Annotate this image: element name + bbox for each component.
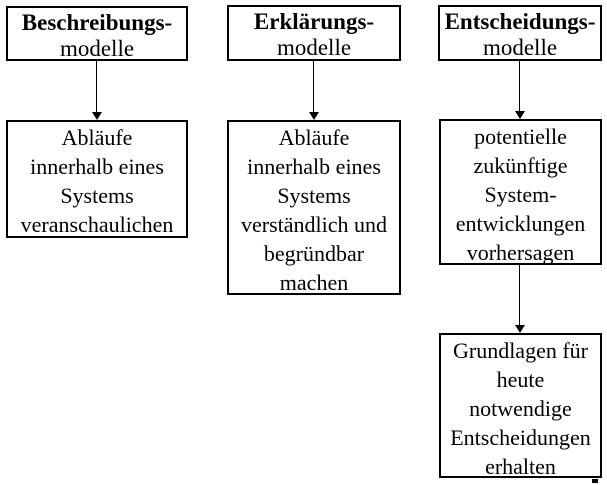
header-box-beschreibungsmodelle: Beschreibungs- modelle [6, 6, 188, 61]
text-line: Abläufe [278, 125, 350, 150]
arrow-shaft [519, 265, 520, 325]
text-line: innerhalb eines [30, 154, 164, 179]
text-line: vorhersagen [466, 240, 575, 265]
arrow-head-icon [91, 112, 102, 120]
purpose-box-beschreibung: Abläufe innerhalb eines Systems veransch… [6, 120, 188, 238]
arrow-shaft [519, 61, 520, 111]
text-line: Entscheidungen [450, 425, 591, 450]
header-line-regular: modelle [59, 36, 135, 61]
text-line: potentielle [474, 124, 567, 149]
text-line: entwicklungen [455, 211, 586, 236]
purpose-box-entscheidung: potentielle zukünftige System- entwicklu… [439, 119, 602, 265]
text-line: heute [496, 367, 545, 392]
header-line-bold: Entscheidungs- [444, 9, 596, 34]
text-line: begründbar [263, 241, 365, 266]
arrow-head-icon [514, 325, 525, 333]
header-line-regular: modelle [276, 35, 352, 60]
text-line: notwendige [469, 396, 572, 421]
text-line: Grundlagen für [452, 338, 588, 363]
text-line: Systems [60, 183, 134, 208]
text-line: veranschaulichen [20, 212, 174, 237]
header-line-regular: modelle [482, 35, 558, 60]
arrow-down-entscheidung [514, 61, 525, 119]
header-box-erklaerungsmodelle: Erklärungs- modelle [227, 5, 401, 61]
text-line: Abläufe [61, 125, 133, 150]
text-line: machen [279, 270, 349, 295]
text-line: verständlich und [240, 212, 388, 237]
arrow-down-erklaerung [308, 61, 319, 120]
header-box-entscheidungsmodelle: Entscheidungs- modelle [438, 5, 602, 61]
text-line: zukünftige [473, 153, 568, 178]
header-line-bold: Beschreibungs- [21, 10, 173, 35]
arrow-head-icon [514, 111, 525, 119]
purpose-box-erklaerung: Abläufe innerhalb eines Systems verständ… [227, 120, 401, 295]
text-line: System- [484, 182, 557, 207]
arrow-head-icon [308, 112, 319, 120]
header-line-bold: Erklärungs- [253, 9, 375, 34]
result-box-entscheidung: Grundlagen für heute notwendige Entschei… [439, 333, 602, 479]
text-line: erhalten [485, 454, 556, 479]
arrow-down-entscheidung-result [514, 265, 525, 333]
arrow-shaft [313, 61, 314, 112]
stray-mark [592, 479, 598, 483]
text-line: Systems [277, 183, 351, 208]
arrow-shaft [96, 61, 97, 112]
arrow-down-beschreibung [91, 61, 102, 120]
text-line: innerhalb eines [247, 154, 381, 179]
